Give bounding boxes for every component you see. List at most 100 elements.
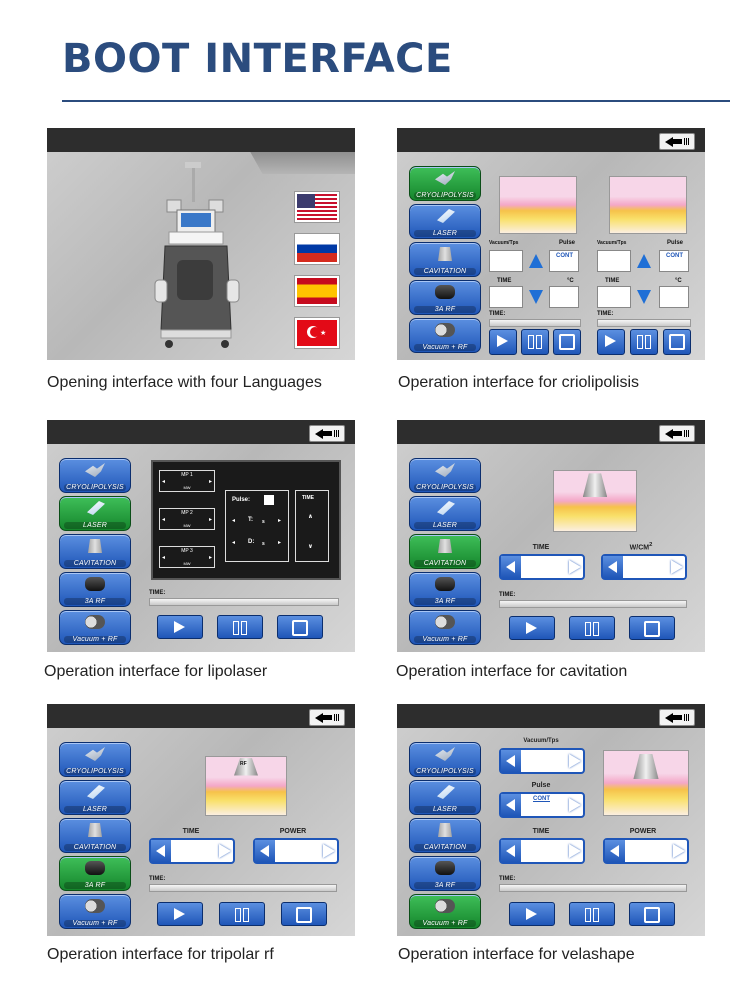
time-control[interactable] xyxy=(499,838,585,864)
play-button[interactable] xyxy=(157,902,203,926)
menu-cavitation-button[interactable]: CAVITATION xyxy=(59,534,131,569)
menu-cavitation-button[interactable]: CAVITATION xyxy=(409,818,481,853)
menu-cavitation-button[interactable]: CAVITATION xyxy=(59,818,131,853)
mp1-control[interactable]: MP 1◂▸MW xyxy=(159,470,215,492)
back-button[interactable] xyxy=(309,425,345,442)
menu-laser-button[interactable]: LASER xyxy=(409,204,481,239)
up-arrow-right[interactable] xyxy=(637,254,651,268)
pause-button[interactable] xyxy=(217,615,263,639)
time-decrease-icon[interactable] xyxy=(151,840,171,862)
time-increase-icon[interactable] xyxy=(219,844,231,858)
time-decrease-icon[interactable] xyxy=(501,556,521,578)
time-increase-icon[interactable] xyxy=(569,844,581,858)
menu-rf-button[interactable]: 3A RF xyxy=(59,572,131,607)
pause-button-right[interactable] xyxy=(630,329,658,355)
stop-button[interactable] xyxy=(629,902,675,926)
stop-button-right[interactable] xyxy=(663,329,691,355)
turkey-star-icon: ★ xyxy=(320,330,327,337)
vacuum-decrease-icon[interactable] xyxy=(501,750,521,772)
menu-rf-button[interactable]: 3A RF xyxy=(409,280,481,315)
vacuum-control[interactable] xyxy=(499,748,585,774)
menu-vacuum-button[interactable]: Vacuum + RF xyxy=(409,894,481,929)
play-button[interactable] xyxy=(509,616,555,640)
time-label-left: TIME xyxy=(497,278,512,284)
pulse-decrease-icon[interactable] xyxy=(501,794,521,816)
menu-laser-button[interactable]: LASER xyxy=(59,496,131,531)
menu-cavitation-button[interactable]: CAVITATION xyxy=(409,534,481,569)
power-increase-icon[interactable] xyxy=(323,844,335,858)
menu-cavitation-button[interactable]: CAVITATION xyxy=(409,242,481,277)
back-button[interactable] xyxy=(659,709,695,726)
menu-rf-button[interactable]: 3A RF xyxy=(409,572,481,607)
menu-cryo-button[interactable]: CRYOLIPOLYSIS xyxy=(59,742,131,777)
rf-image: RF xyxy=(205,756,287,816)
back-button[interactable] xyxy=(309,709,345,726)
menu-vacuum-button[interactable]: Vacuum + RF xyxy=(59,610,131,645)
play-button[interactable] xyxy=(509,902,555,926)
pause-button-left[interactable] xyxy=(521,329,549,355)
menu-rf-button[interactable]: 3A RF xyxy=(409,856,481,891)
stop-button[interactable] xyxy=(277,615,323,639)
cryo-icon xyxy=(85,463,105,477)
time-control[interactable] xyxy=(499,554,585,580)
pulse-mode-left[interactable]: CONT xyxy=(549,250,579,272)
power-decrease-icon[interactable] xyxy=(603,556,623,578)
page-title: BOOT INTERFACE xyxy=(62,36,453,82)
vacuum-label: Vacuum/Tps xyxy=(523,738,559,744)
pulse-increase-icon[interactable] xyxy=(569,798,581,812)
time-control[interactable] xyxy=(149,838,235,864)
time-decrease-icon[interactable] xyxy=(501,840,521,862)
up-arrow-left[interactable] xyxy=(529,254,543,268)
power-control[interactable] xyxy=(253,838,339,864)
down-arrow-left[interactable] xyxy=(529,290,543,304)
vacuum-increase-icon[interactable] xyxy=(569,754,581,768)
power-decrease-icon[interactable] xyxy=(605,840,625,862)
menu-laser-button[interactable]: LASER xyxy=(59,780,131,815)
power-decrease-icon[interactable] xyxy=(255,840,275,862)
spain-flag[interactable] xyxy=(295,276,339,306)
back-button[interactable] xyxy=(659,425,695,442)
down-arrow-right[interactable] xyxy=(637,290,651,304)
time-increase-icon[interactable] xyxy=(569,560,581,574)
menu-cryo-button[interactable]: CRYOLIPOLYSIS xyxy=(409,742,481,777)
back-button[interactable] xyxy=(659,133,695,150)
power-control[interactable] xyxy=(603,838,689,864)
stop-button[interactable] xyxy=(629,616,675,640)
russia-flag[interactable] xyxy=(295,234,339,264)
machine-image xyxy=(154,162,240,348)
time-up-icon[interactable]: ∧ xyxy=(308,514,313,520)
menu-rf-button[interactable]: 3A RF xyxy=(59,856,131,891)
turkey-flag[interactable]: ★ xyxy=(295,318,339,348)
menu-vacuum-button[interactable]: Vacuum + RF xyxy=(409,610,481,645)
menu-vacuum-button[interactable]: Vacuum + RF xyxy=(409,318,481,353)
mp3-control[interactable]: MP 3◂▸MW xyxy=(159,546,215,568)
menu-vacuum-button[interactable]: Vacuum + RF xyxy=(59,894,131,929)
stop-button[interactable] xyxy=(281,902,327,926)
menu-cryo-button[interactable]: CRYOLIPOLYSIS xyxy=(59,458,131,493)
pulse-checkbox[interactable] xyxy=(264,495,274,505)
vacuum-label-right: Vacuum/Tps xyxy=(597,240,627,246)
pause-button[interactable] xyxy=(569,902,615,926)
menu-cryo-button[interactable]: CRYOLIPOLYSIS xyxy=(409,458,481,493)
cavitation-icon xyxy=(438,823,452,837)
rf-icon xyxy=(435,577,455,591)
play-button-right[interactable] xyxy=(597,329,625,355)
time-bar-label: TIME: xyxy=(149,590,166,596)
stop-button-left[interactable] xyxy=(553,329,581,355)
menu-laser-button[interactable]: LASER xyxy=(409,780,481,815)
menu-cryo-button[interactable]: CRYOLIPOLYSIS xyxy=(409,166,481,201)
pause-button[interactable] xyxy=(219,902,265,926)
top-bar xyxy=(397,128,705,152)
pulse-control[interactable]: CONT xyxy=(499,792,585,818)
play-button-left[interactable] xyxy=(489,329,517,355)
power-increase-icon[interactable] xyxy=(673,844,685,858)
mp2-control[interactable]: MP 2◂▸MW xyxy=(159,508,215,530)
power-increase-icon[interactable] xyxy=(671,560,683,574)
pulse-mode-right[interactable]: CONT xyxy=(659,250,689,272)
time-down-icon[interactable]: ∨ xyxy=(308,544,313,550)
pause-button[interactable] xyxy=(569,616,615,640)
power-control[interactable] xyxy=(601,554,687,580)
usa-flag[interactable] xyxy=(295,192,339,222)
play-button[interactable] xyxy=(157,615,203,639)
menu-laser-button[interactable]: LASER xyxy=(409,496,481,531)
